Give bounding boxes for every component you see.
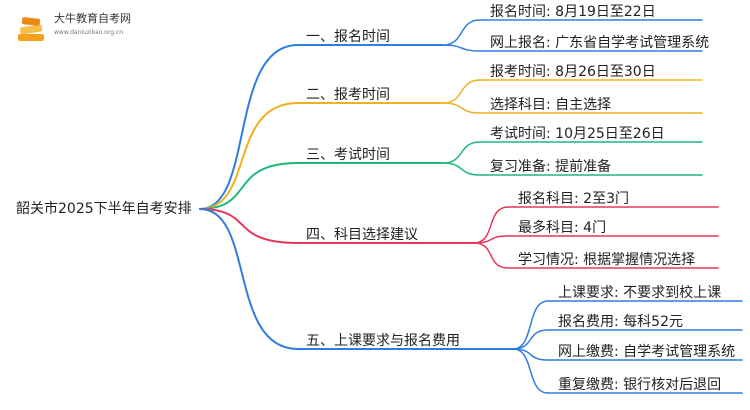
branch-label-2: 二、报考时间 [306, 87, 390, 103]
leaf-connector-3-2 [442, 162, 481, 176]
branch-connector-2 [199, 102, 299, 210]
branch-label-1: 一、报名时间 [306, 29, 390, 45]
book-stack-icon [18, 17, 44, 41]
leaf-label-1-1: 报名时间: 8月19日至22日 [490, 4, 656, 20]
leaf-connector-1-1 [442, 19, 481, 46]
branch-connector-4 [199, 208, 299, 244]
logo-title: 大牛教育自考网 [54, 12, 131, 25]
branch-connector-5 [199, 208, 299, 350]
leaf-connector-3-1 [442, 141, 481, 164]
leaf-connector-2-2 [442, 102, 481, 114]
leaf-label-3-1: 考试时间: 10月25日至26日 [490, 126, 665, 142]
leaf-label-4-2: 最多科目: 4门 [518, 220, 607, 236]
leaf-label-3-2: 复习准备: 提前准备 [490, 159, 612, 175]
leaf-label-4-1: 报名科目: 2至3门 [518, 191, 629, 207]
leaf-label-5-1: 上课要求: 不要求到校上课 [558, 285, 722, 301]
leaf-label-2-1: 报考时间: 8月26日至30日 [490, 64, 656, 80]
branch-connector-3 [199, 162, 299, 210]
leaf-connector-2-1 [442, 79, 481, 104]
leaf-label-2-2: 选择科目: 自主选择 [490, 97, 612, 113]
leaf-connector-5-2 [512, 329, 549, 350]
branch-label-5: 五、上课要求与报名费用 [306, 333, 460, 349]
leaf-label-5-2: 报名费用: 每科52元 [558, 314, 683, 330]
leaf-label-1-2: 网上报名: 广东省自学考试管理系统 [490, 35, 710, 51]
leaf-connector-4-3 [473, 242, 509, 269]
leaf-connector-1-2 [442, 44, 481, 52]
branch-label-3: 三、考试时间 [306, 147, 390, 163]
leaf-connector-4-1 [473, 206, 509, 244]
site-logo: 大牛教育自考网 www.daniuzikao.org.cn [14, 10, 174, 50]
branch-label-4: 四、科目选择建议 [306, 227, 418, 243]
leaf-label-5-3: 网上缴费: 自学考试管理系统 [558, 344, 736, 360]
mindmap-root: 韶关市2025下半年自考安排 [16, 201, 192, 217]
leaf-label-5-4: 重复缴费: 银行核对后退回 [558, 377, 722, 393]
branch-connector-1 [199, 44, 299, 210]
leaf-label-4-3: 学习情况: 根据掌握情况选择 [518, 252, 696, 268]
leaf-connector-5-1 [512, 300, 549, 350]
logo-url: www.daniuzikao.org.cn [54, 29, 124, 36]
leaf-connector-5-4 [512, 348, 549, 394]
